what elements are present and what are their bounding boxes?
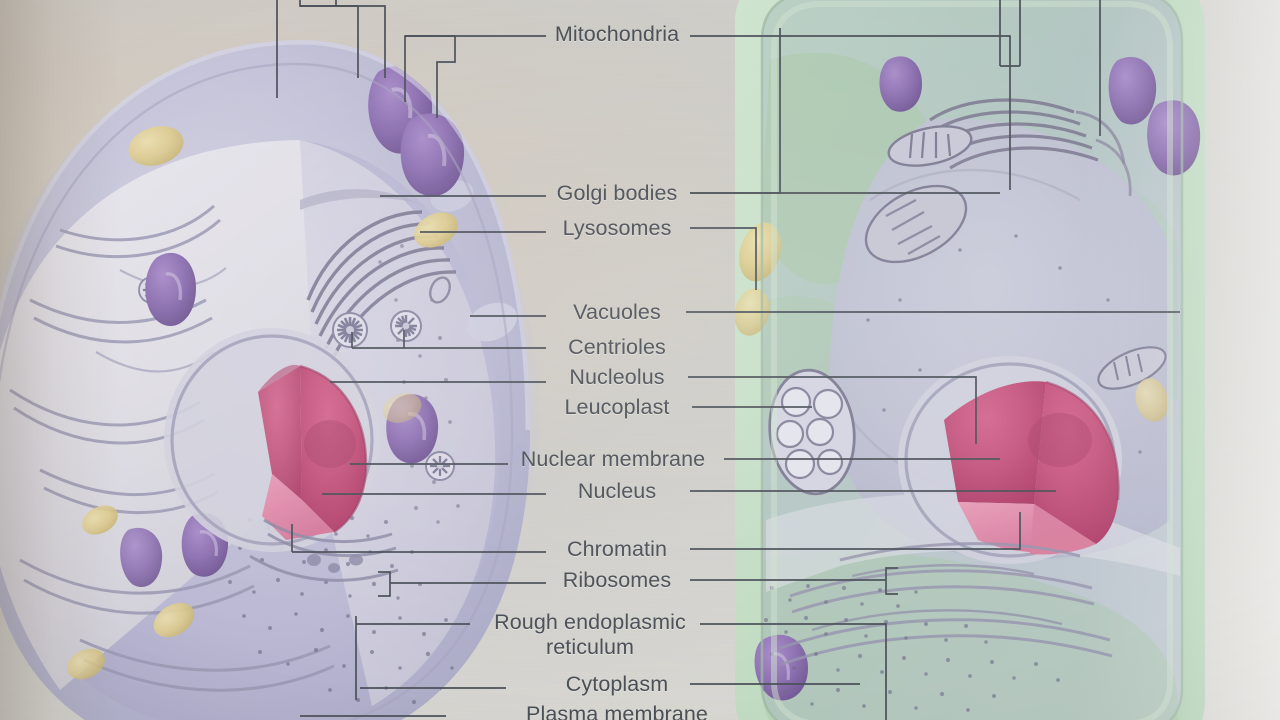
plant-mitochondrion [1097, 346, 1167, 390]
plant-lysosome [1135, 378, 1169, 422]
label-vacuoles: Vacuoles [573, 300, 661, 325]
leader-mitochondria-plant [690, 35, 1011, 190]
leader-rough-er-plant [700, 623, 887, 720]
left-page-shadow [0, 0, 120, 720]
label-rough-endoplasmic-reticulum: Rough endoplasmic reticulum [465, 610, 715, 660]
leader-nucleolus-plant [688, 376, 977, 444]
leader-golgi-plant-2 [690, 28, 781, 194]
animal-nucleolus-face [262, 474, 334, 540]
animal-ribosome-field [228, 244, 460, 705]
label-chromatin: Chromatin [567, 537, 667, 562]
plant-mitochondrion [887, 125, 973, 167]
label-leucoplast: Leucoplast [565, 395, 670, 420]
label-nucleus: Nucleus [578, 479, 656, 504]
plant-mitochondrion [1108, 56, 1157, 125]
leader-lysosomes-plant [690, 227, 757, 290]
label-centrioles: Centrioles [568, 335, 666, 360]
plant-mitochondrion [864, 184, 968, 264]
animal-lysosome [67, 126, 458, 680]
label-mitochondria: Mitochondria [555, 22, 679, 47]
bracket-ribosomes-plant [885, 567, 898, 595]
bracket-ribosomes-animal [378, 571, 391, 597]
animal-vacuole [466, 302, 518, 342]
label-ribosomes: Ribosomes [563, 568, 671, 593]
plant-lysosome [739, 222, 781, 282]
label-nucleolus: Nucleolus [569, 365, 664, 390]
leader-plant-top-brackets [999, 0, 1101, 136]
plant-mitochondrion [879, 56, 922, 112]
plant-nucleus [898, 356, 1122, 564]
leader-mitochondria-animal-2 [405, 35, 456, 118]
plant-plasma-membrane [760, 0, 1184, 720]
animal-nucleolus [304, 420, 356, 468]
label-plasma-membrane: Plasma membrane [526, 702, 708, 720]
label-nuclear-membrane: Nuclear membrane [521, 447, 705, 472]
leader-chromatin-plant [690, 512, 1021, 550]
plant-nucleolus [1028, 413, 1092, 467]
plant-mitochondrion [1147, 100, 1201, 176]
label-cytoplasm: Cytoplasm [566, 672, 668, 697]
leader-animal-top-brackets [276, 0, 386, 98]
plant-golgi-body [929, 98, 1099, 170]
plant-leucoplast [768, 368, 856, 496]
plant-rough-er [779, 542, 1113, 666]
label-lysosomes: Lysosomes [563, 216, 672, 241]
label-golgi-bodies: Golgi bodies [557, 181, 678, 206]
animal-nucleus [164, 328, 380, 552]
animal-nuclear-membrane [170, 334, 374, 546]
animal-cutaway-face [0, 140, 318, 690]
right-page-highlight [1080, 0, 1280, 720]
